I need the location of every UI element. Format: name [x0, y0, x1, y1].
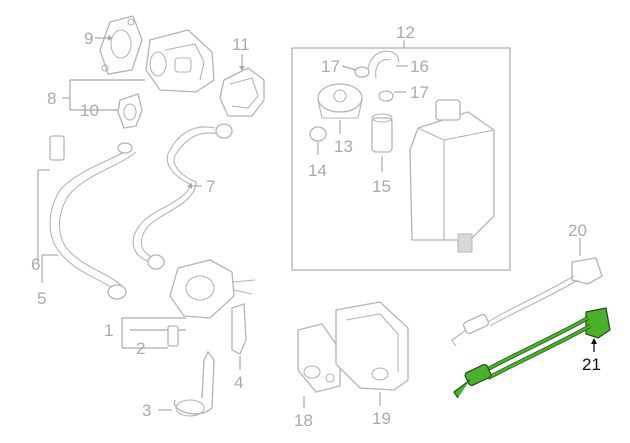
callout-14: 14 [308, 161, 327, 180]
callout-17b: 17 [410, 83, 429, 102]
callout-17a: 17 [321, 57, 340, 76]
part-14-cap [309, 126, 327, 155]
callout-21: 21 [582, 355, 601, 374]
callout-5: 5 [37, 289, 46, 308]
part-20-sensor [451, 238, 603, 347]
part-3-bracket [158, 350, 215, 417]
part-6-hose [37, 135, 137, 300]
callout-19: 19 [372, 409, 391, 428]
part-4-bracket [231, 303, 247, 370]
part-21-sensor-highlighted [453, 307, 611, 399]
callout-7: 7 [206, 177, 215, 196]
callout-8: 8 [47, 89, 56, 108]
part-13-valve [317, 83, 363, 134]
part-17-clips [341, 65, 406, 102]
callout-18: 18 [294, 411, 313, 430]
callout-9: 9 [84, 29, 93, 48]
callout-1: 1 [104, 321, 113, 340]
callout-11: 11 [232, 35, 250, 54]
callout-6: 6 [31, 255, 40, 274]
callout-10: 10 [80, 101, 99, 120]
part-18-bracket [297, 323, 341, 408]
canister-group-box [291, 40, 511, 271]
part-1-pump [121, 259, 256, 348]
callout-15: 15 [372, 177, 391, 196]
callout-12: 12 [396, 23, 415, 42]
callout-4: 4 [234, 373, 243, 392]
callout-3: 3 [142, 401, 151, 420]
part-16-pipe [367, 50, 408, 79]
charcoal-canister [409, 99, 495, 253]
part-15-filter [371, 113, 393, 172]
part-19-bracket [335, 301, 409, 406]
part-8-valve [62, 29, 215, 110]
callout-16: 16 [410, 57, 429, 76]
callout-20: 20 [568, 221, 587, 240]
callout-2: 2 [136, 339, 145, 358]
part-9-gasket [95, 15, 143, 75]
part-2-bolt [122, 325, 179, 349]
part-10-small-valve [70, 93, 143, 129]
part-11-actuator [219, 54, 265, 117]
part-7-hose [132, 123, 233, 270]
callout-13: 13 [334, 137, 353, 156]
